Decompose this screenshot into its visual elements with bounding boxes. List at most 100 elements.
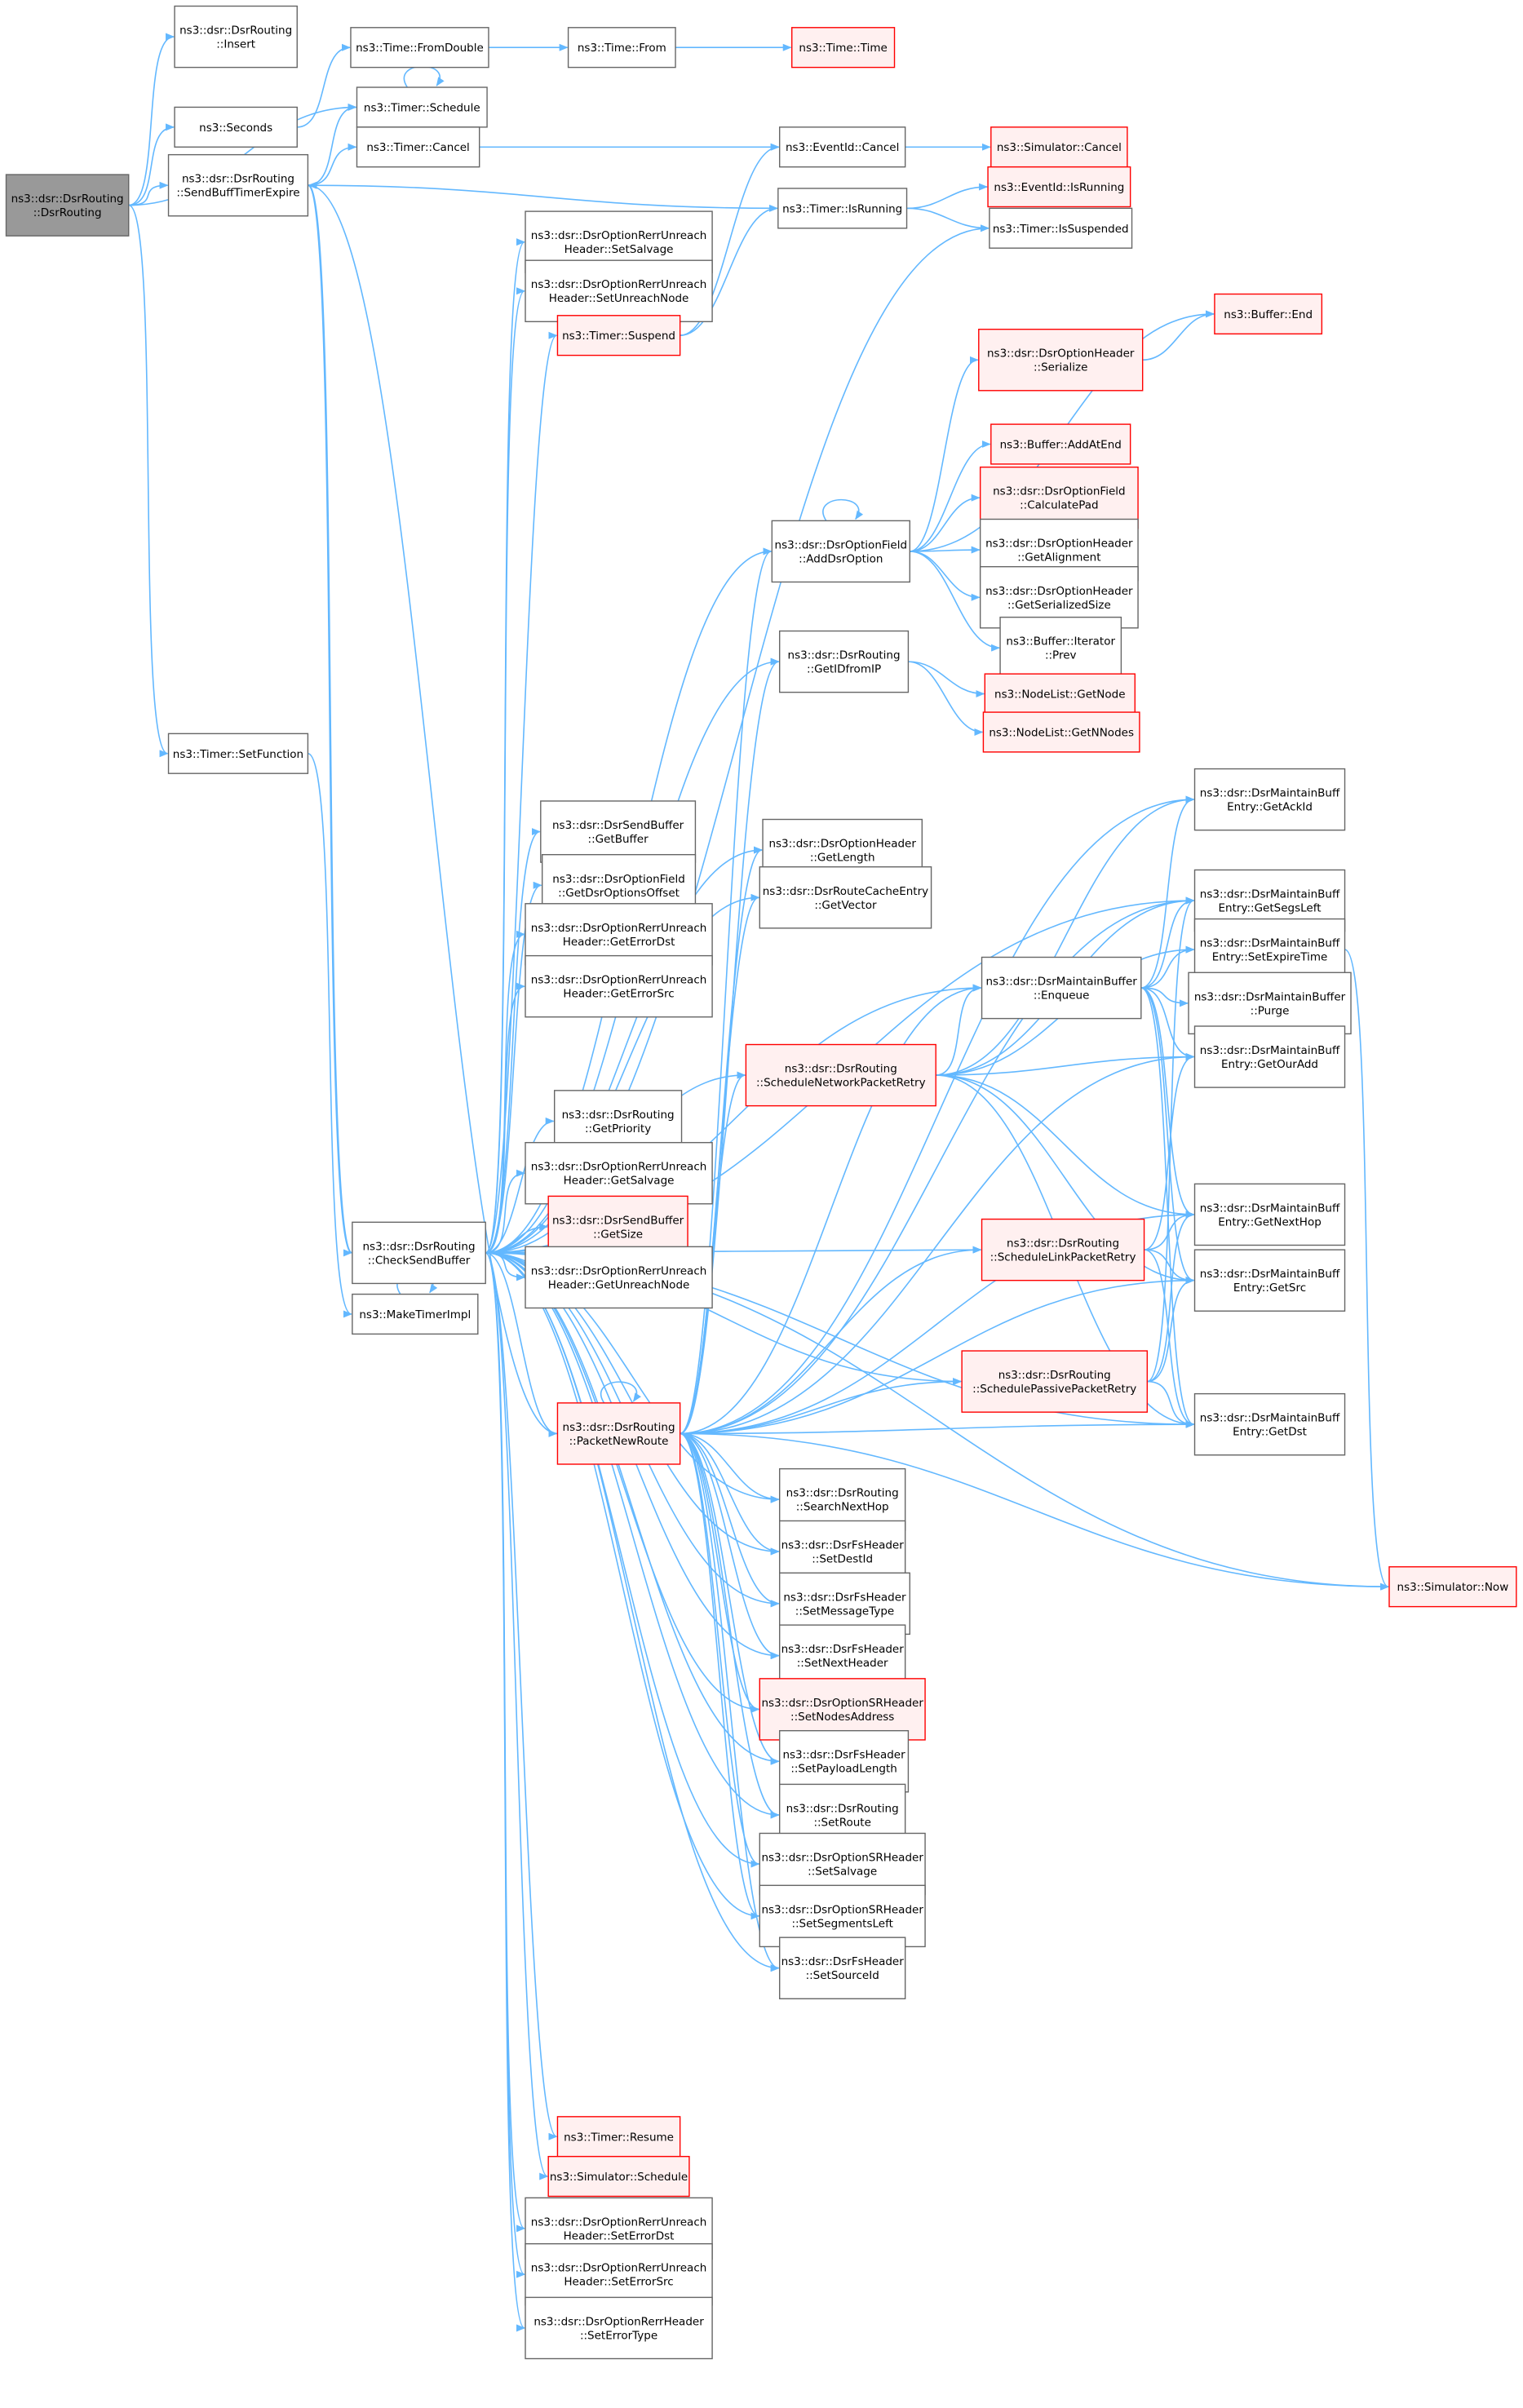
node-box bbox=[759, 866, 932, 929]
node-setnexthdr[interactable]: ns3::dsr::DsrFsHeader::SetNextHeader bbox=[778, 1624, 906, 1687]
node-box bbox=[167, 153, 309, 217]
node-tschedule[interactable]: ns3::Timer::Schedule bbox=[356, 86, 488, 128]
node-getnexthop[interactable]: ns3::dsr::DsrMaintainBuffEntry::GetNextH… bbox=[1193, 1183, 1346, 1246]
edge-enqueue-to-getouradd bbox=[1140, 987, 1195, 1061]
node-checksend[interactable]: ns3::dsr::DsrRouting::CheckSendBuffer bbox=[352, 1221, 486, 1285]
edge-tisrunning-to-evisrunning bbox=[906, 183, 989, 210]
edge-adddsr-to-adddsr bbox=[822, 498, 864, 521]
node-label: ns3::NodeList::GetNode bbox=[994, 688, 1126, 702]
node-serialize[interactable]: ns3::dsr::DsrOptionHeader::Serialize bbox=[978, 328, 1144, 392]
node-geterrordst[interactable]: ns3::dsr::DsrOptionRerrUnreachHeader::Ge… bbox=[525, 903, 713, 966]
node-resume[interactable]: ns3::Timer::Resume bbox=[556, 2116, 681, 2158]
node-simcancel[interactable]: ns3::Simulator::Cancel bbox=[990, 126, 1128, 168]
node-label: ::SendBuffTimerExpire bbox=[176, 187, 299, 200]
edge-checksend-to-geterrorsrc bbox=[485, 982, 526, 1254]
node-label: ::SetSourceId bbox=[806, 1969, 879, 1982]
node-label: ns3::dsr::DsrRouting bbox=[788, 649, 901, 662]
node-searchnext[interactable]: ns3::dsr::DsrRouting::SearchNextHop bbox=[778, 1467, 906, 1531]
node-box bbox=[556, 1402, 681, 1465]
edge-schednet-to-getouradd bbox=[936, 1053, 1195, 1076]
node-setmsgtype[interactable]: ns3::dsr::DsrFsHeader::SetMessageType bbox=[778, 1572, 910, 1636]
node-seconds[interactable]: ns3::Seconds bbox=[174, 106, 298, 148]
node-getidfromip[interactable]: ns3::dsr::DsrRouting::GetIDfromIP bbox=[778, 630, 910, 693]
node-getvector[interactable]: ns3::dsr::DsrRouteCacheEntry::GetVector bbox=[759, 866, 932, 929]
node-tcancel[interactable]: ns3::Timer::Cancel bbox=[356, 126, 480, 168]
node-setexpire[interactable]: ns3::dsr::DsrMaintainBuffEntry::SetExpir… bbox=[1193, 918, 1346, 981]
node-iterprev[interactable]: ns3::Buffer::Iterator::Prev bbox=[999, 616, 1122, 679]
node-schednet[interactable]: ns3::dsr::DsrRouting::ScheduleNetworkPac… bbox=[745, 1043, 936, 1107]
node-box bbox=[525, 1141, 713, 1205]
node-getsalvage[interactable]: ns3::dsr::DsrOptionRerrUnreachHeader::Ge… bbox=[525, 1141, 713, 1205]
edge-packetnew-to-schedlink bbox=[680, 1246, 982, 1435]
node-maketimer[interactable]: ns3::MakeTimerImpl bbox=[352, 1293, 479, 1335]
node-box bbox=[556, 2116, 681, 2158]
node-getnnodes[interactable]: ns3::NodeList::GetNNodes bbox=[982, 711, 1140, 753]
node-label: ns3::dsr::DsrMaintainBuffer bbox=[1194, 990, 1346, 1003]
node-setnodesaddr[interactable]: ns3::dsr::DsrOptionSRHeader::SetNodesAdd… bbox=[759, 1678, 926, 1741]
node-box bbox=[1193, 1392, 1346, 1456]
node-label: ::GetBuffer bbox=[588, 833, 649, 846]
node-seterrortype[interactable]: ns3::dsr::DsrOptionRerrHeader::SetErrorT… bbox=[525, 2296, 713, 2360]
node-calcpad[interactable]: ns3::dsr::DsrOptionField::CalculatePad bbox=[979, 466, 1139, 529]
node-sendbuff[interactable]: ns3::dsr::DsrRouting::SendBuffTimerExpir… bbox=[167, 153, 309, 217]
node-evcancel[interactable]: ns3::EventId::Cancel bbox=[778, 126, 906, 168]
node-getnode[interactable]: ns3::NodeList::GetNode bbox=[984, 673, 1136, 715]
node-suspend[interactable]: ns3::Timer::Suspend bbox=[556, 315, 681, 356]
edge-schedlink-to-getsrc bbox=[1144, 1249, 1195, 1285]
node-enqueue[interactable]: ns3::dsr::DsrMaintainBuffer::Enqueue bbox=[981, 956, 1142, 1020]
node-tisrunning[interactable]: ns3::Timer::IsRunning bbox=[777, 188, 908, 229]
edge-packetnew-to-sendbuff bbox=[308, 181, 558, 1435]
node-label: ns3::dsr::DsrOptionRerrUnreach bbox=[531, 2215, 707, 2229]
node-geterrorsrc[interactable]: ns3::dsr::DsrOptionRerrUnreachHeader::Ge… bbox=[525, 954, 713, 1018]
node-setsegsleft[interactable]: ns3::dsr::DsrOptionSRHeader::SetSegments… bbox=[759, 1884, 926, 1948]
node-packetnew[interactable]: ns3::dsr::DsrRouting::PacketNewRoute bbox=[556, 1402, 681, 1465]
node-label: ::SetRoute bbox=[813, 1816, 870, 1829]
edge-schednet-to-enqueue bbox=[936, 984, 982, 1076]
node-label: Entry::GetAckId bbox=[1227, 801, 1313, 814]
node-fromdouble[interactable]: ns3::Time::FromDouble bbox=[350, 27, 489, 69]
node-from[interactable]: ns3::Time::From bbox=[567, 27, 676, 69]
node-setdestid[interactable]: ns3::dsr::DsrFsHeader::SetDestId bbox=[778, 1520, 906, 1583]
node-label: ::Purge bbox=[1251, 1004, 1290, 1017]
node-box bbox=[989, 207, 1133, 249]
node-box bbox=[778, 630, 910, 693]
edge-tschedule-to-tschedule bbox=[403, 65, 445, 88]
edge-sendbuff-to-tcancel bbox=[308, 143, 357, 186]
node-schedlink[interactable]: ns3::dsr::DsrRouting::ScheduleLinkPacket… bbox=[981, 1218, 1145, 1281]
node-box bbox=[759, 1884, 926, 1948]
node-root[interactable]: ns3::dsr::DsrRouting::DsrRouting bbox=[5, 174, 130, 237]
edge-schedlink-to-getnexthop bbox=[1144, 1211, 1195, 1250]
node-evisrunning[interactable]: ns3::EventId::IsRunning bbox=[987, 166, 1131, 208]
node-box bbox=[525, 2296, 713, 2360]
node-box bbox=[1193, 1183, 1346, 1246]
node-issuspended[interactable]: ns3::Timer::IsSuspended bbox=[989, 207, 1133, 249]
node-getouradd[interactable]: ns3::dsr::DsrMaintainBuffEntry::GetOurAd… bbox=[1193, 1025, 1346, 1088]
node-label: ns3::Buffer::End bbox=[1224, 308, 1313, 321]
node-setfunction[interactable]: ns3::Timer::SetFunction bbox=[167, 733, 309, 774]
node-setsourceid[interactable]: ns3::dsr::DsrFsHeader::SetSourceId bbox=[778, 1937, 906, 1999]
edge-packetnew-to-getouradd bbox=[680, 1053, 1195, 1435]
node-label: ns3::dsr::DsrMaintainBuff bbox=[1200, 937, 1340, 950]
node-adddsr[interactable]: ns3::dsr::DsrOptionField::AddDsrOption bbox=[771, 520, 910, 583]
node-setunreach[interactable]: ns3::dsr::DsrOptionRerrUnreachHeader::Se… bbox=[525, 259, 713, 322]
node-purge[interactable]: ns3::dsr::DsrMaintainBuffer::Purge bbox=[1188, 972, 1352, 1035]
node-getunreach[interactable]: ns3::dsr::DsrOptionRerrUnreachHeader::Ge… bbox=[525, 1246, 713, 1309]
node-simschedule[interactable]: ns3::Simulator::Schedule bbox=[547, 2155, 690, 2198]
node-box bbox=[167, 733, 309, 774]
node-bufend[interactable]: ns3::Buffer::End bbox=[1214, 293, 1323, 335]
node-setpayload[interactable]: ns3::dsr::DsrFsHeader::SetPayloadLength bbox=[778, 1729, 910, 1793]
node-insert[interactable]: ns3::dsr::DsrRouting::Insert bbox=[174, 5, 298, 69]
node-simnow[interactable]: ns3::Simulator::Now bbox=[1388, 1566, 1517, 1608]
node-getbuffer[interactable]: ns3::dsr::DsrSendBuffer::GetBuffer bbox=[540, 800, 697, 863]
node-label: ns3::dsr::DsrRouting bbox=[562, 1109, 675, 1122]
node-getpriority[interactable]: ns3::dsr::DsrRouting::GetPriority bbox=[553, 1090, 683, 1153]
node-time[interactable]: ns3::Time::Time bbox=[791, 27, 896, 69]
node-addatend[interactable]: ns3::Buffer::AddAtEnd bbox=[990, 423, 1131, 465]
node-label: ::Insert bbox=[216, 38, 255, 51]
node-box bbox=[356, 86, 488, 128]
node-schedpassive[interactable]: ns3::dsr::DsrRouting::SchedulePassivePac… bbox=[961, 1350, 1149, 1413]
node-seterrorsrc[interactable]: ns3::dsr::DsrOptionRerrUnreachHeader::Se… bbox=[525, 2242, 713, 2306]
